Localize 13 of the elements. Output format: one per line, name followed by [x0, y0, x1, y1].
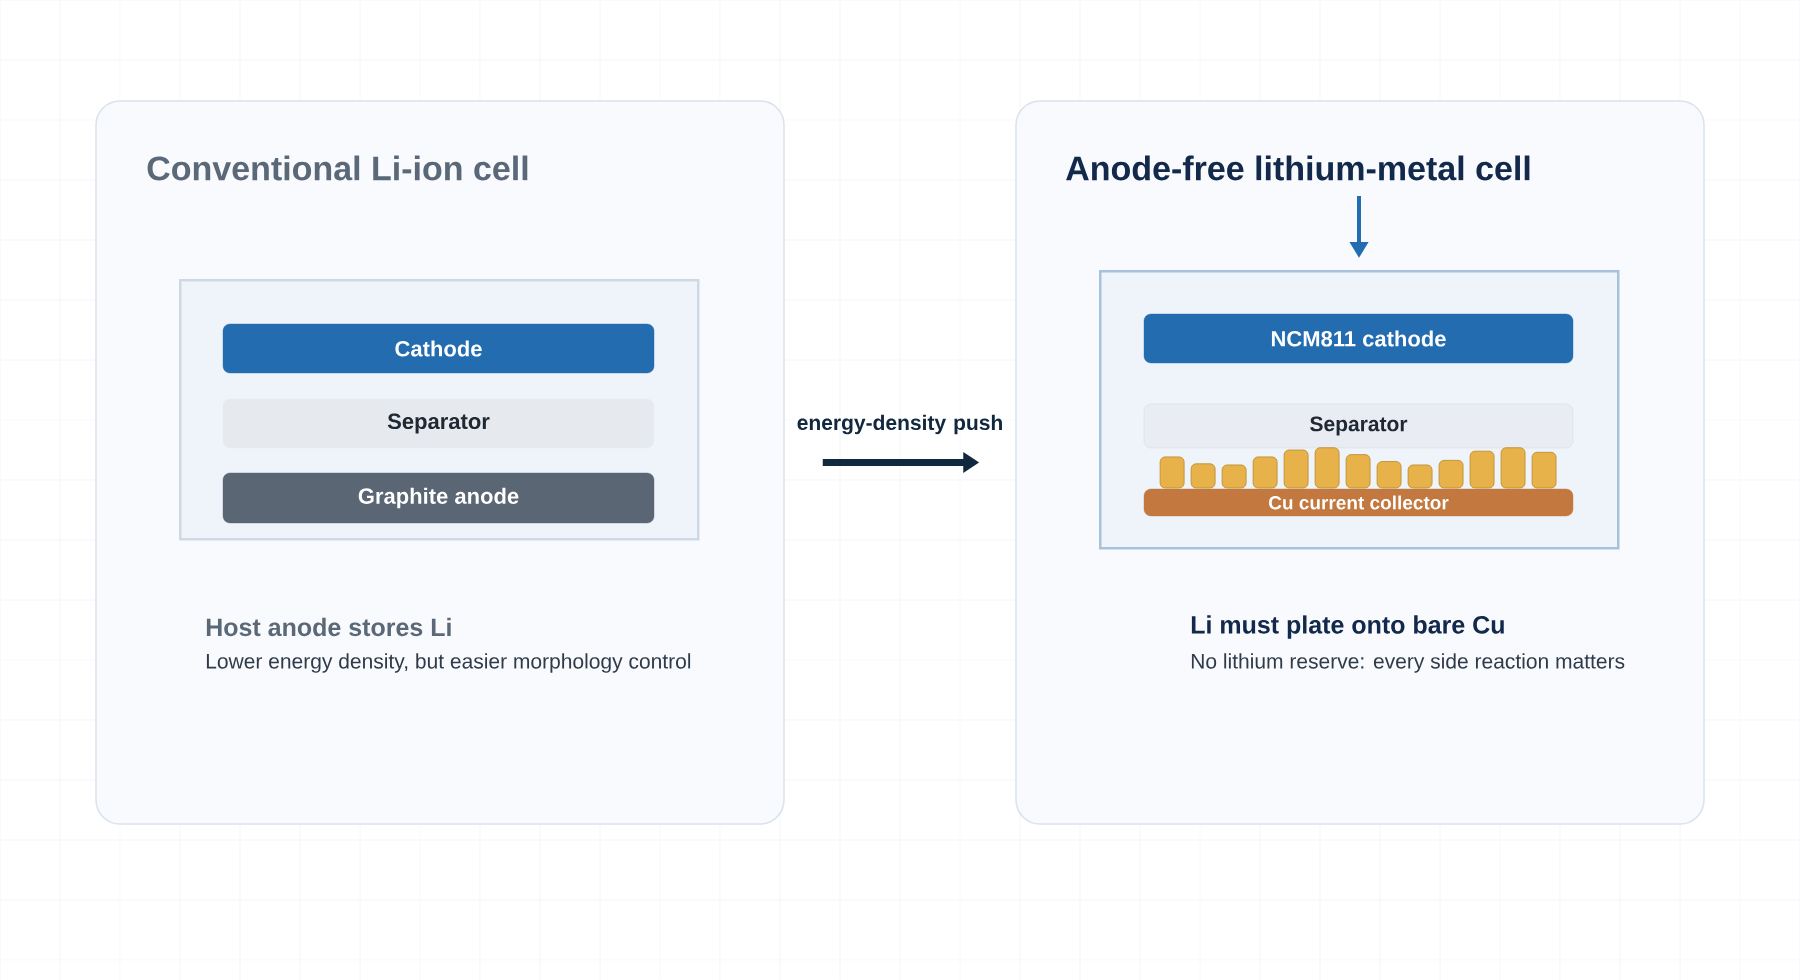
caption-heading: Host anode stores Li — [206, 617, 451, 637]
layer-bar: Cathode — [222, 323, 655, 374]
layer-bar: NCM811 cathode — [1143, 313, 1574, 364]
card-title: Anode-free lithium-metal cell — [1066, 155, 1530, 181]
layer-bar: Separator — [1143, 403, 1574, 449]
layer-bar: Cu current collector — [1143, 488, 1574, 517]
caption-heading: Li must plate onto bare Cu — [1191, 615, 1504, 639]
layer-bar: Graphite anode — [222, 472, 655, 524]
layer-bar: Separator — [222, 398, 655, 449]
edge-label: energy-density push — [797, 414, 1002, 435]
caption-text: No lithium reserve: every side reaction matters — [1191, 653, 1625, 673]
caption-text: Lower energy density, but easier morphology control — [206, 653, 691, 673]
card-title: Conventional Li-ion cell — [147, 155, 528, 181]
